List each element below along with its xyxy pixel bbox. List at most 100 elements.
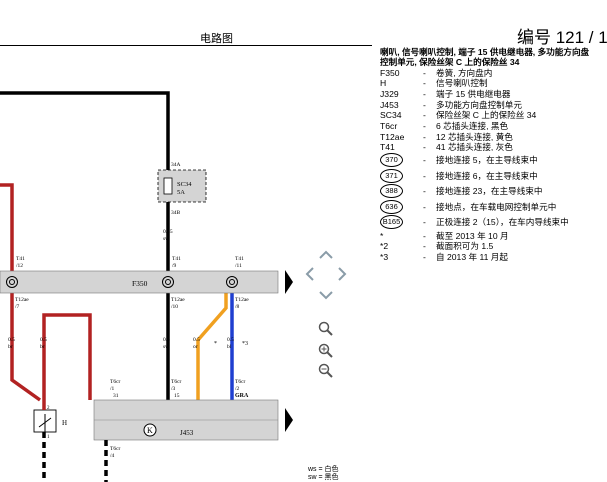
connection-circle-icon: 370: [380, 153, 403, 168]
legend-title: 喇叭, 信号喇叭控制, 端子 15 供电继电器, 多功能方向盘 控制单元, 保险…: [380, 47, 607, 68]
legend: 喇叭, 信号喇叭控制, 端子 15 供电继电器, 多功能方向盘 控制单元, 保险…: [380, 47, 607, 263]
legend-item: SC34-保险丝架 C 上的保险丝 34: [380, 110, 537, 121]
w4-size: 0.5: [193, 337, 200, 343]
legend-item: T41-41 芯插头连接, 灰色: [380, 142, 513, 153]
horn-switch-symbol: [38, 414, 52, 432]
t6-d-pin: /4: [110, 453, 115, 459]
wire-orange: [196, 292, 228, 400]
t12-c-pin: /8: [235, 304, 240, 310]
w3-size: 0.5: [163, 337, 170, 343]
t6-c-pin: /2: [235, 386, 240, 392]
t6-c-pin2: GRA: [235, 393, 249, 399]
w1-size: 0.5: [8, 337, 15, 343]
legend-circle-item: 388-接地连接 23，在主导线束中: [380, 184, 607, 200]
wire-top-color: sw: [163, 236, 169, 242]
wire-color-ws: ws = 白色: [308, 466, 339, 473]
legend-circle-item: B165-正极连接 2（15），在车内导线束中: [380, 215, 607, 231]
t6-c-label: T6cr: [235, 379, 246, 385]
t6-b-label: T6cr: [171, 379, 182, 385]
zoom-out-icon[interactable]: [318, 363, 333, 378]
h-pin-bottom: 1: [47, 435, 50, 440]
fuse-rating: 5A: [177, 189, 185, 196]
page-title: 电路图: [200, 33, 233, 45]
legend-title-line1: 喇叭, 信号喇叭控制, 端子 15 供电继电器, 多功能方向盘: [380, 47, 590, 57]
chevron-right-icon[interactable]: [338, 267, 347, 281]
t41-c-pin: /11: [235, 263, 242, 269]
j453-label: J453: [180, 429, 194, 437]
t6-a-pin2: 31: [113, 393, 119, 399]
legend-note: *-截至 2013 年 10 月: [380, 230, 509, 241]
wire-color-legend: ws = 白色 sw = 黑色: [308, 466, 339, 482]
w5-size: 0.5: [227, 337, 234, 343]
fuse-pin-bottom: 34B: [171, 210, 181, 216]
t12-c-label: T12ae: [235, 297, 249, 303]
j453-symbol: [143, 423, 157, 437]
f350-label: F350: [132, 279, 148, 288]
legend-note: *3-自 2013 年 11 月起: [380, 251, 508, 262]
zoom-in-icon[interactable]: [318, 343, 333, 358]
connector-t41-a: [6, 276, 18, 288]
wire-red-left-lower: [10, 292, 42, 402]
legend-circle-item: 636-接地点，在车载电网控制单元中: [380, 199, 607, 216]
legend-items: F350-卷簧, 方向盘内 H-信号喇叭控制 J329-端子 15 供电继电器 …: [380, 68, 607, 154]
t41-b-pin: /9: [172, 263, 177, 269]
legend-circle-item: 370-接地连接 5，在主导线束中: [380, 153, 607, 169]
w2-color: br: [40, 344, 45, 350]
j453-symbol-k: K: [147, 426, 153, 435]
chevron-down-icon[interactable]: [319, 291, 333, 300]
fuse-pin-top: 34A: [171, 162, 181, 168]
h-label: H: [62, 419, 67, 427]
t41-c-label: T41: [235, 256, 244, 262]
connection-circle-icon: B165: [380, 215, 403, 230]
wire-top-size: 0.35: [163, 229, 173, 235]
t6-a-pin: /1: [110, 386, 115, 392]
legend-item: J453-多功能方向盘控制单元: [380, 99, 522, 110]
t41-a-label: T41: [16, 256, 25, 262]
connection-circle-icon: 636: [380, 199, 403, 214]
chevron-left-icon[interactable]: [305, 267, 314, 281]
triangle-right-icon[interactable]: [285, 270, 293, 294]
chevron-up-icon[interactable]: [319, 250, 333, 259]
note-star: *: [214, 341, 217, 347]
legend-notes: *-截至 2013 年 10 月 *2-截面积可为 1.5 *3-自 2013 …: [380, 231, 607, 263]
legend-item: T12ae-12 芯插头连接, 黄色: [380, 131, 513, 142]
wire-red-left-upper: [0, 183, 14, 272]
legend-item: T6cr-6 芯插头连接, 黑色: [380, 121, 509, 132]
t6-b-pin2: 15: [174, 393, 180, 399]
t41-a-pin: /12: [16, 263, 23, 269]
t12-a-label: T12ae: [15, 297, 29, 303]
t12-a-pin: /7: [15, 304, 20, 310]
connection-circle-icon: 388: [380, 184, 403, 199]
legend-circles: 370-接地连接 5，在主导线束中 371-接地连接 6，在主导线束中 388-…: [380, 153, 607, 231]
t6-a-label: T6cr: [110, 379, 121, 385]
circuit-diagram: SC34 5A 34A 34B 0.35 sw F350 T41 /12 T41…: [0, 91, 347, 482]
legend-item: J329-端子 15 供电继电器: [380, 88, 511, 99]
t41-b-label: T41: [172, 256, 181, 262]
header-divider: [0, 45, 372, 46]
w5-color: bl: [227, 344, 232, 350]
t6-d-label: T6cr: [110, 446, 121, 452]
w1-color: br: [8, 344, 13, 350]
legend-note: *2-截面积可为 1.5: [380, 241, 494, 252]
h-pin-top: 2: [47, 406, 50, 411]
note-star3: *3: [242, 341, 248, 347]
connection-circle-icon: 371: [380, 168, 403, 183]
legend-item: H-信号喇叭控制: [380, 78, 488, 89]
w3-color: sw: [163, 344, 169, 350]
wire-red-mid: [42, 313, 92, 400]
t12-b-label: T12ae: [171, 297, 185, 303]
connector-t41-b: [162, 276, 174, 288]
t12-b-pin: /10: [171, 304, 178, 310]
w4-color: or: [193, 344, 198, 350]
legend-title-line2: 控制单元, 保险丝架 C 上的保险丝 34: [380, 57, 520, 68]
fuse-label: SC34: [177, 181, 192, 188]
legend-circle-item: 371-接地连接 6，在主导线束中: [380, 168, 607, 185]
triangle-right-icon-lower[interactable]: [285, 408, 293, 432]
t6-b-pin: /3: [171, 386, 176, 392]
component-f350: [0, 270, 279, 294]
legend-item: F350-卷簧, 方向盘内: [380, 67, 493, 78]
wire-color-sw: sw = 黑色: [308, 474, 339, 481]
wire-top-bus: [0, 91, 170, 170]
connector-t41-c: [226, 276, 238, 288]
magnifier-icon[interactable]: [318, 321, 333, 336]
